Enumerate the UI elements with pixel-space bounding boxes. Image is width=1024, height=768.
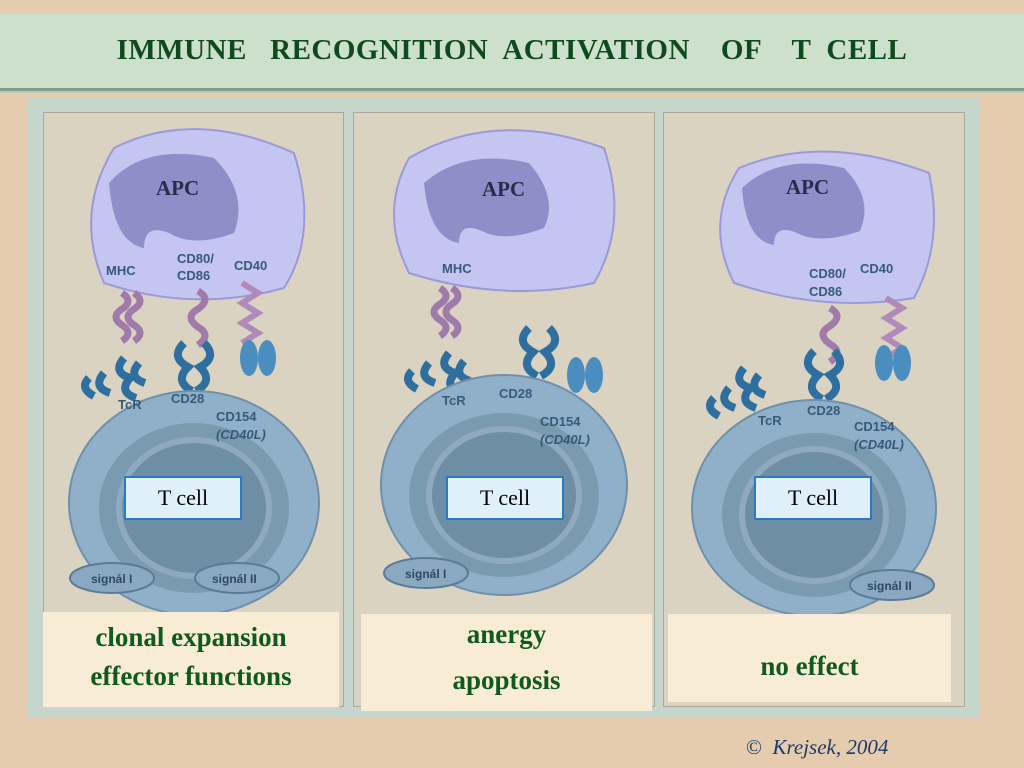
copyright-icon: © xyxy=(746,735,762,759)
t-cell-label: T cell xyxy=(446,476,564,520)
apc-label: APC xyxy=(482,177,525,201)
cd80-label: CD80/ xyxy=(177,251,214,266)
cd28-receptor xyxy=(519,325,559,380)
cd154-receptor xyxy=(240,340,258,376)
copyright-credit: © Krejsek, 2004 xyxy=(746,735,888,760)
tcr-label: TcR xyxy=(442,393,466,408)
cd40-molecule xyxy=(236,280,264,346)
outcome-line-2: effector functions xyxy=(90,661,292,692)
page-title: IMMUNE RECOGNITION ACTIVATION OF T CELL xyxy=(116,34,908,66)
signal-2-label: signál II xyxy=(212,572,257,586)
cd154-label: CD154 xyxy=(540,414,581,429)
cd154-label: CD154 xyxy=(216,409,257,424)
tcr-label: TcR xyxy=(118,397,142,412)
cd40l-label: (CD40L) xyxy=(216,427,266,442)
apc-label: APC xyxy=(786,175,829,199)
cd28-label: CD28 xyxy=(499,386,532,401)
t-cell-label: T cell xyxy=(754,476,872,520)
signal-1-badge xyxy=(383,557,469,589)
outcome-no-effect: no effect xyxy=(668,614,951,702)
panel-clonal-expansion: APC MHC CD80/ CD86 CD40 TcR CD28 CD154 (… xyxy=(43,112,344,707)
mhc-label: MHC xyxy=(442,261,472,276)
mhc-molecule xyxy=(430,285,462,339)
title-bar: IMMUNE RECOGNITION ACTIVATION OF T CELL xyxy=(0,14,1024,91)
apc-nucleus xyxy=(424,158,549,243)
tcr-receptor xyxy=(404,350,472,397)
tcr-receptor xyxy=(81,355,147,402)
cd40l-label: (CD40L) xyxy=(854,437,904,452)
outcome-line-2: apoptosis xyxy=(452,665,561,695)
cd80-molecule xyxy=(187,287,209,348)
credit-text: Krejsek, 2004 xyxy=(772,735,889,759)
outcome-clonal-expansion: clonal expansion effector functions xyxy=(43,612,339,707)
outcome-line-1: no effect xyxy=(760,651,859,681)
cd154-receptor xyxy=(567,357,585,393)
signal-2-badge xyxy=(849,569,935,601)
tcr-receptor xyxy=(706,365,767,420)
mhc-molecule xyxy=(112,290,144,344)
cd154-receptor xyxy=(875,345,893,381)
cd86-label: CD86 xyxy=(177,268,210,283)
outcome-line-1: anergy xyxy=(466,619,547,649)
apc-nucleus xyxy=(742,163,865,245)
t-cell-label: T cell xyxy=(124,476,242,520)
mhc-label: MHC xyxy=(106,263,136,278)
panel-no-effect: APC CD80/ CD86 CD40 TcR CD28 CD154 (CD40… xyxy=(663,112,965,707)
cd86-label: CD86 xyxy=(809,284,842,299)
outcome-line-1: clonal expansion xyxy=(95,622,287,652)
cd40l-label: (CD40L) xyxy=(540,432,590,447)
outcome-anergy: anergy apoptosis xyxy=(361,614,652,711)
apc-nucleus xyxy=(109,153,239,248)
tcr-label: TcR xyxy=(758,413,782,428)
cd80-label: CD80/ xyxy=(809,266,846,281)
signal-2-label: signál II xyxy=(867,579,912,593)
cd28-label: CD28 xyxy=(807,403,840,418)
signal-1-label: signál I xyxy=(91,572,132,586)
signal-1-badge xyxy=(69,562,155,594)
signal-1-label: signál I xyxy=(405,567,446,581)
cd28-receptor xyxy=(174,340,214,395)
cd28-receptor xyxy=(804,348,844,403)
cd40-label: CD40 xyxy=(860,261,893,276)
cd154-label: CD154 xyxy=(854,419,895,434)
cd40-label: CD40 xyxy=(234,258,267,273)
signal-2-badge xyxy=(194,562,280,594)
apc-label: APC xyxy=(156,176,199,200)
cd28-label: CD28 xyxy=(171,391,204,406)
panel-anergy: APC MHC TcR CD28 CD154 (CD40L) signál I … xyxy=(353,112,655,707)
